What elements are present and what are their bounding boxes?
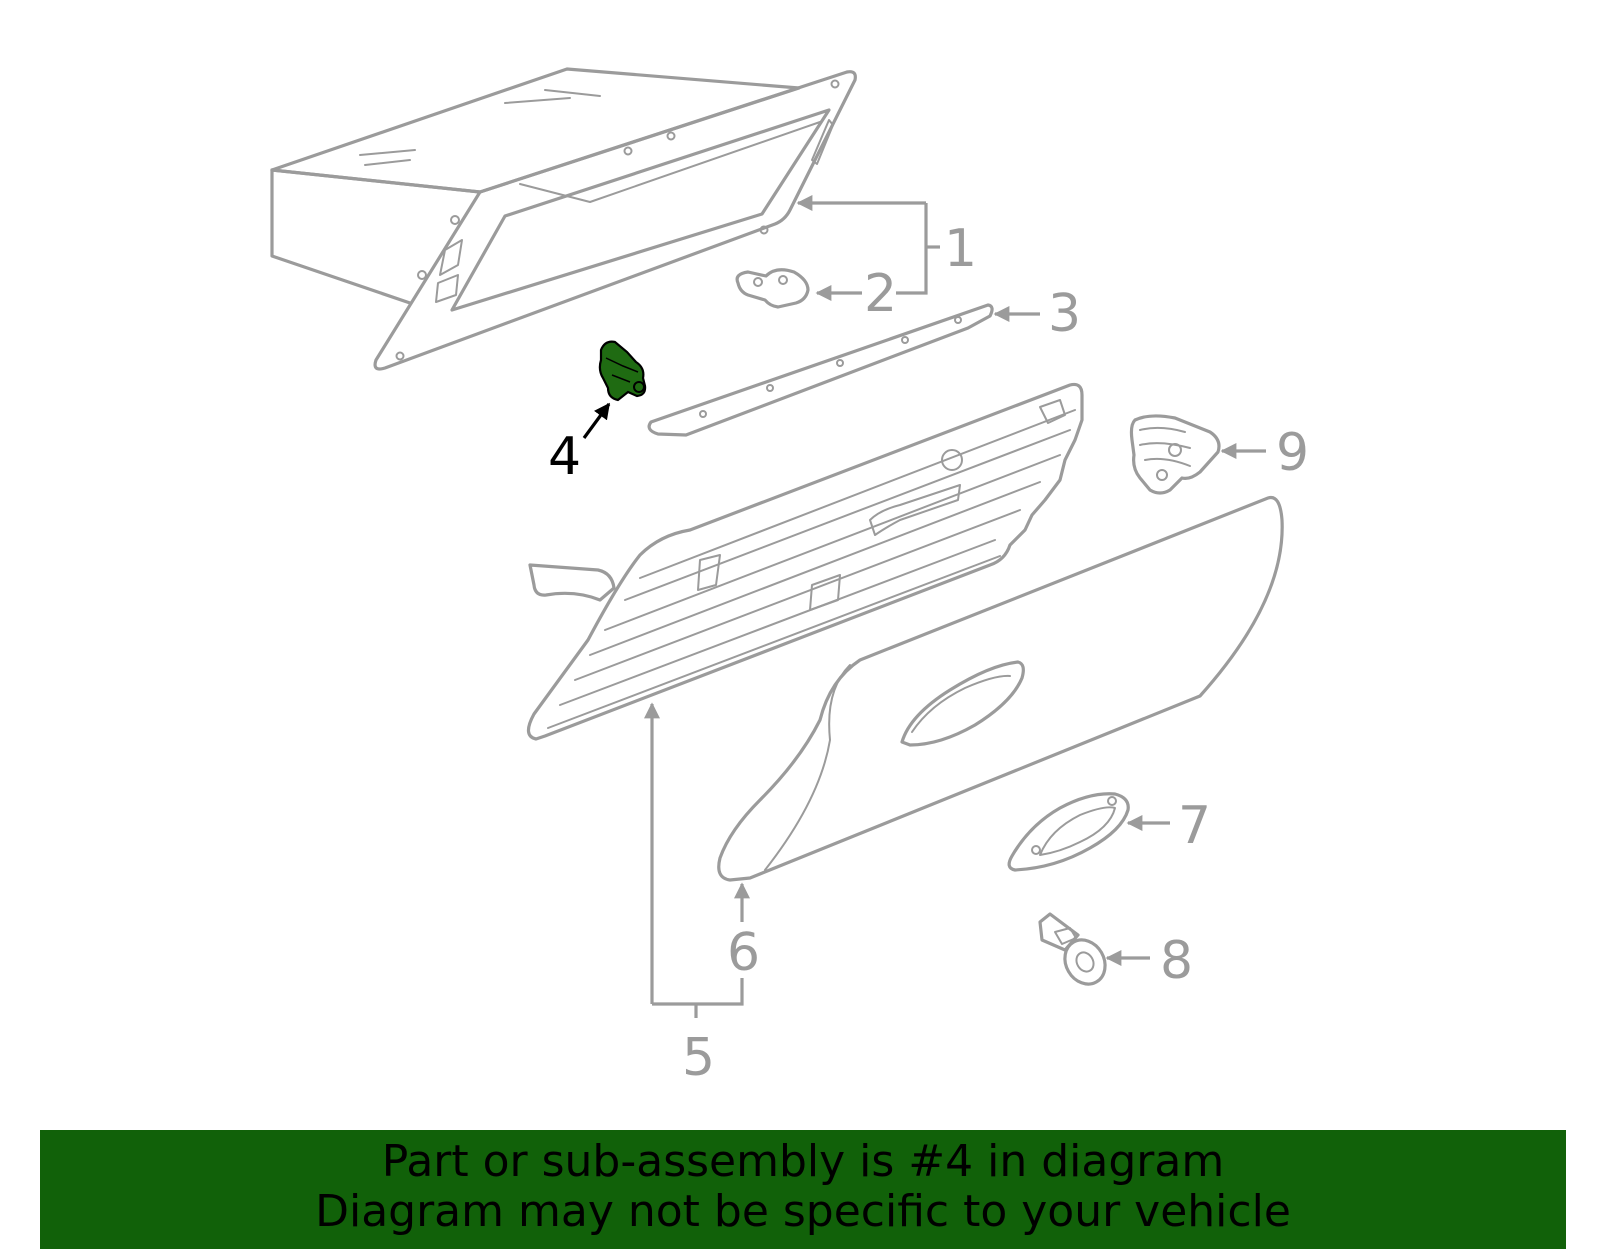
banner-line-part: Part or sub-assembly is #4 in diagram: [381, 1136, 1225, 1187]
callout-1: 1: [944, 219, 977, 279]
glove-box-door: [717, 495, 1284, 882]
handle-bezel: [1007, 792, 1130, 872]
parts-diagram: 1 2 3 4 5 6 7 8 9: [270, 67, 1309, 1088]
leader-lines: [582, 195, 1266, 1018]
callout-8: 8: [1160, 931, 1193, 991]
latch: [1129, 414, 1221, 495]
glove-box-bin: [270, 67, 857, 371]
callout-7: 7: [1178, 796, 1211, 856]
callout-2: 2: [864, 264, 897, 324]
callout-5: 5: [682, 1028, 715, 1088]
callout-6: 6: [727, 923, 760, 983]
inner-door-panel: [526, 382, 1084, 741]
info-banner: Part or sub-assembly is #4 in diagram Di…: [40, 1130, 1566, 1249]
highlighted-part-4: [598, 340, 647, 402]
banner-line-disclaimer: Diagram may not be specific to your vehi…: [315, 1186, 1291, 1237]
callout-labels: 1 2 3 4 5 6 7 8 9: [548, 219, 1309, 1088]
callout-4: 4: [548, 427, 581, 487]
trim-strip: [647, 303, 994, 437]
callout-9: 9: [1276, 423, 1309, 483]
callout-3: 3: [1048, 284, 1081, 344]
lock-cylinder: [1038, 912, 1107, 986]
bracket: [735, 268, 810, 309]
